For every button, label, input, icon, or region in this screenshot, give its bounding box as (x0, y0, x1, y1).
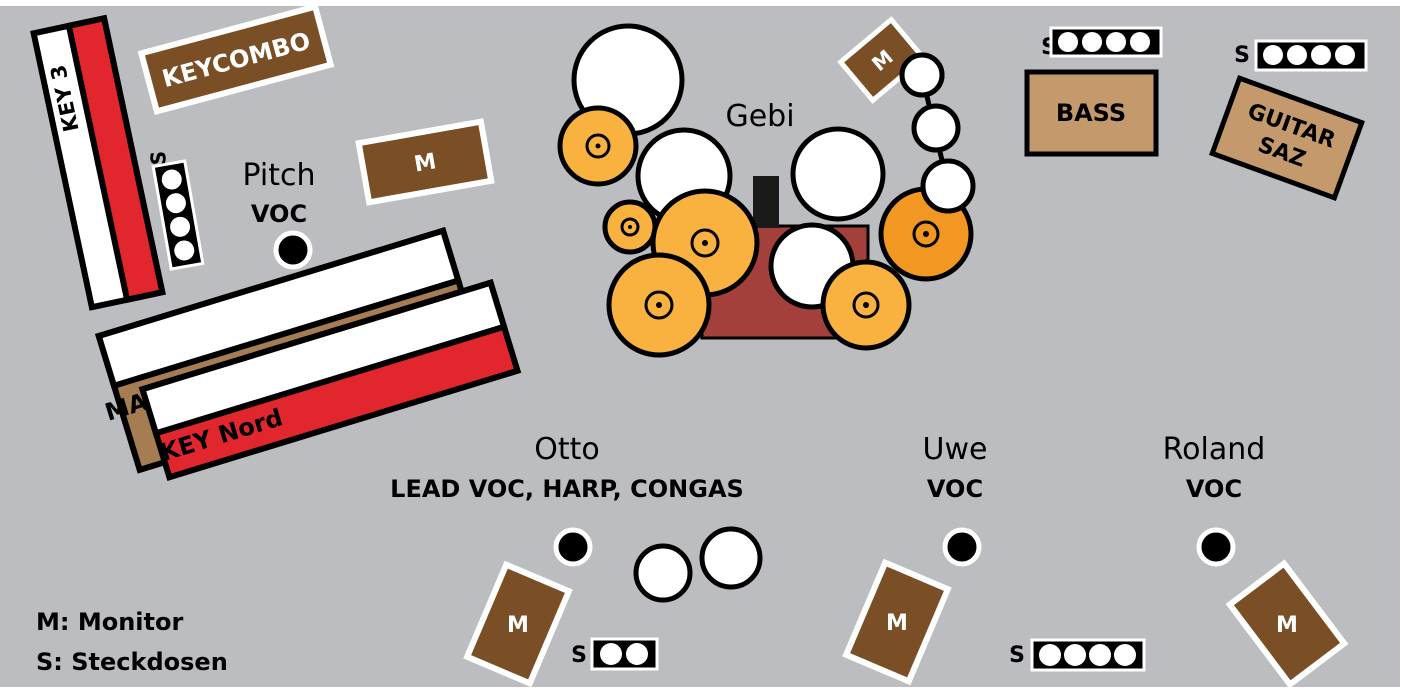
cymbal-5 (820, 259, 912, 351)
guitar-amp: GUITAR SAZ (1209, 74, 1365, 202)
legend-monitor: M: Monitor (36, 608, 183, 636)
legend-sockets: S: Steckdosen (36, 648, 228, 676)
mic-uwe (942, 527, 982, 567)
otto-name: Otto (534, 432, 600, 467)
socket-strip-otto: S (571, 637, 659, 671)
cymbal-4 (606, 252, 712, 358)
socket-strip-key: S (147, 151, 205, 271)
uwe-name: Uwe (923, 432, 988, 467)
small-drum-2 (911, 103, 961, 153)
monitor-roland: M (1225, 559, 1349, 689)
cymbal-2 (602, 199, 658, 255)
socket-label: S (571, 643, 587, 668)
roland-role: VOC (1186, 475, 1242, 503)
monitor-pitch: M (355, 118, 495, 206)
monitor-uwe: M (842, 558, 952, 686)
socket-label: S (147, 151, 171, 165)
roland-name: Roland (1163, 432, 1266, 467)
key3-keyboard: KEY 3 (30, 14, 166, 311)
mic-otto (553, 527, 593, 567)
monitor-label: M (1276, 613, 1298, 638)
socket-strip-bass: S (1041, 26, 1163, 60)
drum-throne (753, 176, 779, 228)
drum-kit (557, 23, 976, 358)
gebi-name: Gebi (725, 99, 794, 134)
mic-roland (1196, 527, 1236, 567)
bass-label: BASS (1056, 99, 1126, 127)
mic-pitch (273, 230, 313, 270)
conga-2 (699, 526, 763, 590)
tom-2 (790, 126, 886, 222)
monitor-otto: M (463, 560, 573, 688)
small-drum-1-top (899, 52, 945, 98)
monitor-drums: M (837, 16, 927, 104)
bass-amp: BASS (1024, 69, 1159, 157)
pitch-name: Pitch (242, 158, 315, 193)
pitch-role: VOC (251, 200, 307, 228)
otto-role: LEAD VOC, HARP, CONGAS (390, 475, 744, 503)
uwe-role: VOC (927, 475, 983, 503)
key-nord-keyboard: KEY Nord (138, 279, 522, 481)
socket-strip-uwe: S (1009, 638, 1146, 672)
socket-label: S (1234, 43, 1250, 68)
monitor-label: M (412, 149, 438, 177)
monitor-label: M (886, 611, 908, 636)
socket-label: S (1009, 643, 1025, 668)
monitor-label: M (507, 613, 529, 638)
conga-1 (633, 543, 693, 603)
cymbal-1 (557, 105, 639, 187)
socket-strip-guitar: S (1234, 39, 1368, 72)
small-drum-3 (920, 158, 976, 214)
